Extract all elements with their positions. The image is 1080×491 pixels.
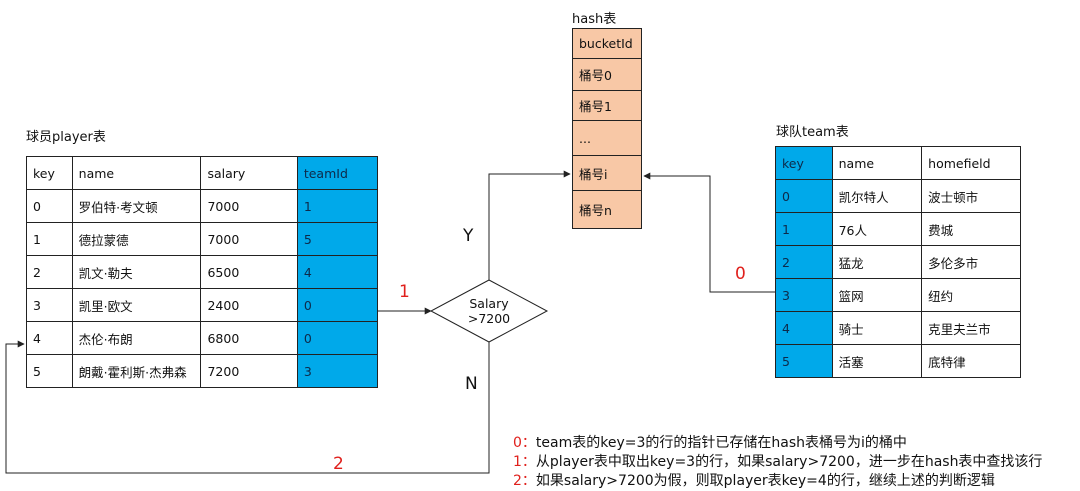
team-header-cell: name xyxy=(831,146,923,180)
hash-bucket-cell: 桶号i xyxy=(572,155,642,191)
hash-bucket-cell: 桶号1 xyxy=(572,90,642,121)
team-cell: 3 xyxy=(775,278,833,312)
player-cell: 6800 xyxy=(200,321,298,355)
player-cell: 7000 xyxy=(200,222,298,256)
player-table-caption: 球员player表 xyxy=(26,130,106,145)
legend-text-2: 如果salary>7200为假，则取player表key=4的行，继续上述的判断… xyxy=(535,473,995,489)
team-cell: 多伦多市 xyxy=(921,245,1021,279)
player-cell: 2400 xyxy=(200,288,298,322)
player-cell: 5 xyxy=(296,222,379,256)
legend-item-2: 2：如果salary>7200为假，则取player表key=4的行，继续上述的… xyxy=(513,472,1042,491)
player-header-cell: teamId xyxy=(296,156,379,190)
player-cell: 0 xyxy=(296,321,379,355)
player-cell: 1 xyxy=(26,222,73,256)
team-cell: 猛龙 xyxy=(831,245,923,279)
hash-bucket-cell: 桶号0 xyxy=(572,58,642,91)
player-cell: 4 xyxy=(26,321,73,355)
player-cell: 0 xyxy=(26,189,73,223)
team-table-caption: 球队team表 xyxy=(776,125,849,140)
legend: 0：team表的key=3的行的指针已存储在hash表桶号为i的桶中 1：从pl… xyxy=(513,434,1042,491)
player-cell: 7200 xyxy=(200,354,298,388)
player-cell: 4 xyxy=(296,255,379,289)
hash-bucket-cell: bucketId xyxy=(572,28,642,59)
team-cell: 波士顿市 xyxy=(921,179,1021,213)
team-cell: 2 xyxy=(775,245,833,279)
team-cell: 4 xyxy=(775,311,833,345)
player-cell: 5 xyxy=(26,354,73,388)
player-cell: 朗戴·霍利斯·杰弗森 xyxy=(71,354,202,388)
step-label-2: 2 xyxy=(333,454,344,474)
hash-bucket-cell: 桶号n xyxy=(572,190,642,229)
player-cell: 0 xyxy=(296,288,379,322)
team-cell: 凯尔特人 xyxy=(831,179,923,213)
branch-no-label: N xyxy=(465,374,478,394)
team-cell: 76人 xyxy=(831,212,923,246)
team-cell: 篮网 xyxy=(831,278,923,312)
team-cell: 5 xyxy=(775,344,833,378)
step-label-0: 0 xyxy=(735,264,746,284)
team-header-cell: homefield xyxy=(921,146,1021,180)
legend-item-1: 1：从player表中取出key=3的行，如果salary>7200，进一步在h… xyxy=(513,453,1042,472)
team-header-cell: key xyxy=(775,146,833,180)
step-label-1: 1 xyxy=(399,282,410,302)
player-header-cell: salary xyxy=(200,156,298,190)
legend-text-0: team表的key=3的行的指针已存储在hash表桶号为i的桶中 xyxy=(535,435,907,451)
team-cell: 克里夫兰市 xyxy=(921,311,1021,345)
team-cell: 费城 xyxy=(921,212,1021,246)
legend-num-2: 2： xyxy=(513,473,536,489)
team-cell: 底特律 xyxy=(921,344,1021,378)
hash-table-caption: hash表 xyxy=(572,12,617,27)
team-cell: 0 xyxy=(775,179,833,213)
player-cell: 3 xyxy=(296,354,379,388)
player-cell: 罗伯特·考文顿 xyxy=(71,189,202,223)
decision-line-2: >7200 xyxy=(467,311,511,326)
branch-yes-label: Y xyxy=(463,226,474,246)
team-cell: 活塞 xyxy=(831,344,923,378)
player-cell: 3 xyxy=(26,288,73,322)
player-cell: 凯文·勒夫 xyxy=(71,255,202,289)
team-cell: 纽约 xyxy=(921,278,1021,312)
legend-num-1: 1： xyxy=(513,454,536,470)
arrow-yes-to-bucket-i xyxy=(488,170,571,280)
arrow-no-loop-step-2 xyxy=(5,340,490,474)
hash-bucket-cell: ... xyxy=(572,120,642,156)
decision-label: Salary >7200 xyxy=(446,296,532,326)
arrow-step-0 xyxy=(643,172,775,293)
legend-num-0: 0： xyxy=(513,435,536,451)
player-cell: 凯里·欧文 xyxy=(71,288,202,322)
team-cell: 1 xyxy=(775,212,833,246)
player-cell: 1 xyxy=(296,189,379,223)
team-cell: 骑士 xyxy=(831,311,923,345)
player-header-cell: key xyxy=(26,156,73,190)
decision-line-1: Salary xyxy=(469,296,509,311)
player-cell: 2 xyxy=(26,255,73,289)
player-cell: 杰伦·布朗 xyxy=(71,321,202,355)
player-cell: 6500 xyxy=(200,255,298,289)
player-header-cell: name xyxy=(71,156,202,190)
legend-item-0: 0：team表的key=3的行的指针已存储在hash表桶号为i的桶中 xyxy=(513,434,1042,453)
player-cell: 德拉蒙德 xyxy=(71,222,202,256)
player-cell: 7000 xyxy=(200,189,298,223)
legend-text-1: 从player表中取出key=3的行，如果salary>7200，进一步在has… xyxy=(535,454,1043,470)
